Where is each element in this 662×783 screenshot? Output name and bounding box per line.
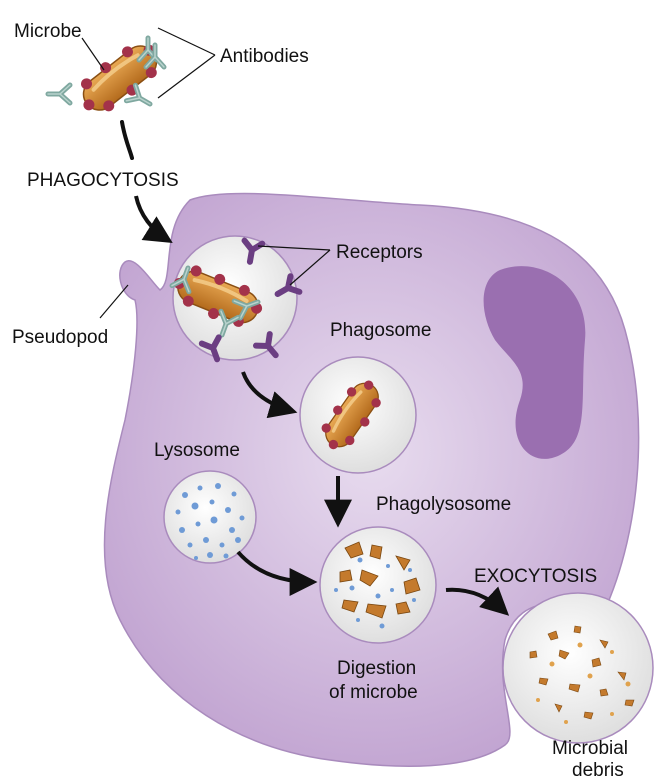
label-exocytosis: EXOCYTOSIS: [474, 566, 597, 587]
label-lysosome: Lysosome: [154, 440, 240, 461]
phagolysosome-enzymes: [334, 557, 416, 629]
arrow-to-phagosome: [241, 371, 298, 419]
digested-fragments: [339, 541, 421, 619]
antibodies-leader: [157, 54, 216, 99]
debris-dots: [536, 642, 631, 724]
label-antibodies: Antibodies: [220, 46, 309, 67]
arrow-lysosome-merge: [236, 550, 318, 596]
label-phagocytosis: PHAGOCYTOSIS: [27, 170, 179, 191]
antibodies-leader: [157, 27, 216, 56]
phagocytosis-arrow: [134, 195, 173, 243]
label-digestion-line1: Digestion: [337, 658, 416, 679]
exocytosis-vesicle: [502, 592, 654, 744]
receptors-leader: [289, 249, 331, 286]
label-phagosome: Phagosome: [330, 320, 431, 341]
label-digestion-line2: of microbe: [329, 682, 418, 703]
label-phagolysosome: Phagolysosome: [376, 494, 511, 515]
label-pseudopod: Pseudopod: [12, 327, 108, 348]
label-debris-line2: debris: [572, 760, 624, 781]
label-receptors: Receptors: [336, 242, 423, 263]
lysosome-enzymes: [175, 483, 245, 560]
pseudopod-leader: [99, 284, 129, 319]
antibody-icon: [48, 85, 70, 103]
label-microbe: Microbe: [14, 21, 82, 42]
phagolysosome-vesicle: [319, 526, 437, 644]
phagocytosis-arrow-top: [120, 120, 134, 160]
receptors-leader: [257, 245, 331, 251]
exocytosis-arrow: [445, 586, 510, 616]
microbe-leader: [81, 37, 105, 71]
microbial-debris: [529, 625, 635, 720]
label-debris-line1: Microbial: [552, 738, 628, 759]
nucleus: [483, 266, 586, 459]
